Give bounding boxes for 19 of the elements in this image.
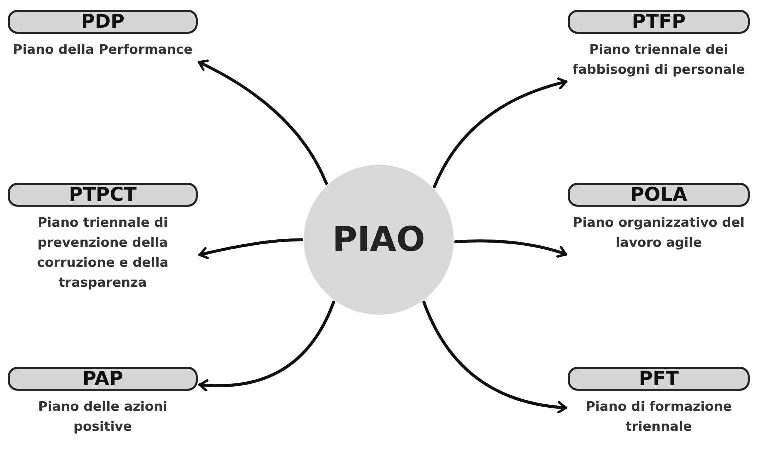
plan-description: Piano delle azioni positive	[37, 399, 169, 437]
curved-arrow	[433, 78, 568, 188]
plan-description: Piano della Performance	[13, 42, 193, 60]
plan-acronym-label: PTPCT	[8, 183, 198, 207]
hub-title: PIAO	[332, 220, 426, 260]
plan-acronym-label: PDP	[8, 10, 198, 34]
curved-arrow	[198, 300, 336, 392]
plan-acronym-label: PAP	[8, 367, 198, 391]
curved-arrow	[454, 240, 568, 258]
plan-description: Piano triennale di prevenzione della corruzione e della trasparenza	[36, 215, 170, 293]
plan-acronym-label: PTFP	[568, 10, 750, 34]
plan-description: Piano triennale dei fabbisogni di personale	[572, 42, 746, 80]
curved-arrow	[198, 60, 328, 186]
plan-description: Piano organizzativo del lavoro agile	[572, 215, 746, 253]
curved-arrow	[198, 238, 304, 260]
curved-arrow	[422, 300, 568, 414]
plan-acronym-label: PFT	[568, 367, 750, 391]
plan-description: Piano di formazione triennale	[584, 399, 734, 437]
plan-acronym-label: POLA	[568, 183, 750, 207]
